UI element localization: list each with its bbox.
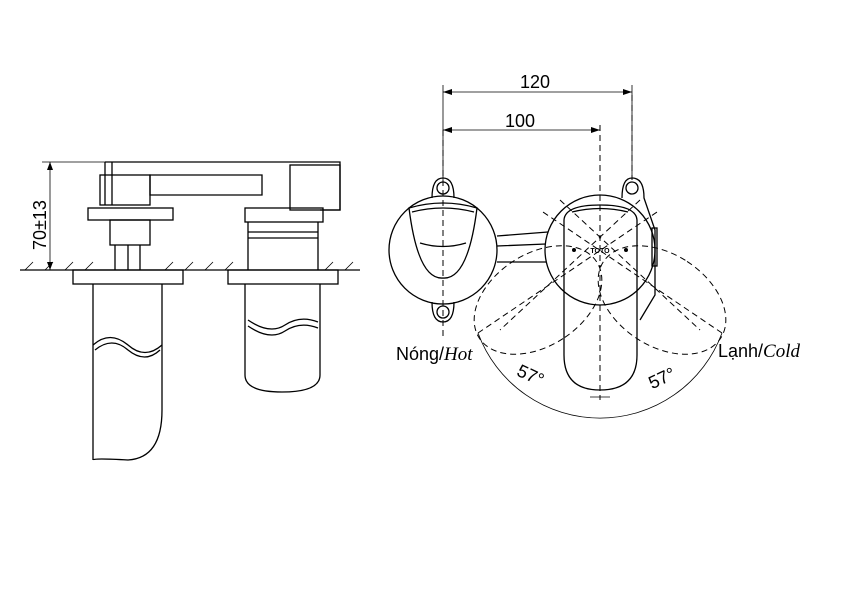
hot-angle-label: 57°	[514, 360, 547, 390]
height-dimension-label: 70±13	[30, 200, 50, 250]
cold-angle-label: 57°	[645, 363, 678, 393]
hot-label-vn: Nóng/	[396, 344, 444, 364]
mixer-valve: TOTO	[473, 177, 727, 391]
cold-label-vn: Lạnh/	[718, 341, 763, 361]
hot-valve	[388, 177, 498, 323]
cold-label-en: Cold	[763, 341, 800, 362]
hot-label: Nóng/Hot	[396, 344, 473, 365]
toto-logo: TOTO	[590, 248, 610, 255]
cold-label: Lạnh/Cold	[718, 341, 800, 362]
side-view: 70±13	[20, 161, 360, 461]
ground-hatch	[24, 261, 354, 271]
width-120-label: 120	[520, 72, 550, 92]
hot-label-en: Hot	[443, 344, 473, 365]
front-view: 120 100 TOTO	[388, 72, 800, 419]
width-100-label: 100	[505, 111, 535, 131]
